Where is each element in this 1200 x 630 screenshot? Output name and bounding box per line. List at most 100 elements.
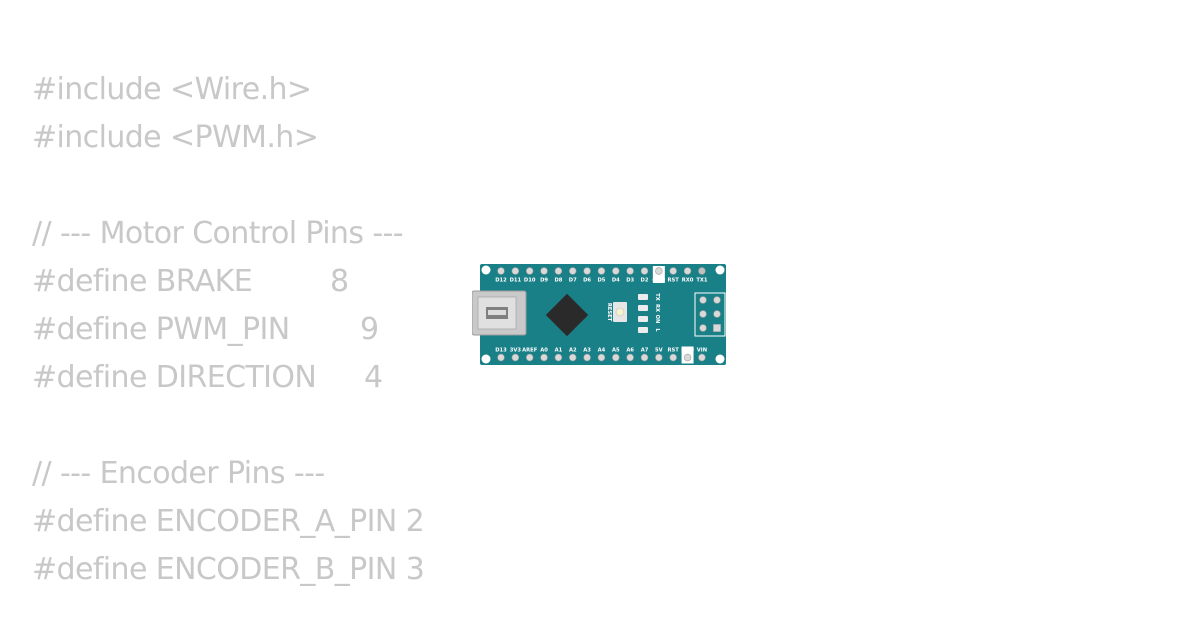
icsp-pin[interactable] (699, 324, 707, 332)
reset-label: RESET (606, 303, 612, 322)
pin-top-d9[interactable] (540, 267, 548, 275)
pin-bottom-a0[interactable] (540, 353, 548, 362)
pin-top-d12[interactable] (497, 267, 505, 275)
pin-label: GND (652, 278, 666, 284)
led-on (638, 316, 648, 322)
pin-label: D8 (554, 278, 562, 284)
mounting-hole (481, 354, 491, 364)
code-line (32, 162, 424, 210)
pin-bottom-d13[interactable] (497, 353, 505, 362)
pin-label: VIN (697, 348, 707, 354)
pin-bottom-gnd[interactable] (683, 353, 692, 362)
pin-label: 3V3 (510, 348, 522, 354)
led-label: L (654, 328, 660, 332)
pin-label: RST (668, 348, 680, 354)
pin-label: D9 (540, 278, 548, 284)
code-line (32, 402, 424, 450)
pin-label: A7 (641, 348, 649, 354)
pin-label: A1 (555, 348, 563, 354)
pin-top-tx1[interactable] (698, 267, 706, 275)
pin-bottom-vin[interactable] (698, 353, 706, 362)
led-label: RX (654, 304, 660, 312)
icsp-pin[interactable] (713, 296, 721, 304)
mounting-hole (481, 265, 491, 275)
pin-label: A6 (626, 348, 634, 354)
code-editor: #include <Wire.h> #include <PWM.h> // --… (32, 66, 425, 594)
pin-bottom-a5[interactable] (612, 353, 620, 362)
pin-label: D13 (495, 348, 507, 354)
mounting-hole (715, 354, 725, 364)
pin-label: D11 (510, 278, 522, 284)
pin-label: A3 (583, 348, 591, 354)
pin-top-d7[interactable] (569, 267, 577, 275)
icsp-header (694, 292, 726, 337)
pin-bottom-a4[interactable] (597, 353, 606, 362)
led-tx (638, 294, 648, 300)
pin-label: D12 (495, 278, 507, 284)
pin-top-d3[interactable] (626, 267, 634, 275)
code-line: // --- Motor Control Pins --- (32, 216, 404, 251)
led-rx (638, 305, 648, 311)
pin-bottom-a6[interactable] (626, 353, 634, 362)
icsp-pin[interactable] (699, 310, 707, 318)
pin-bottom-5v[interactable] (655, 353, 663, 362)
icsp-pin[interactable] (699, 296, 707, 304)
led-label: TX (654, 293, 660, 301)
code-line: #define ENCODER_A_PIN 2 (32, 504, 425, 539)
define-value: 9 (360, 312, 379, 347)
pin-top-d5[interactable] (597, 267, 606, 275)
code-line: #include <Wire.h> (32, 72, 312, 107)
reset-button-cap[interactable] (615, 307, 625, 317)
mounting-hole (715, 265, 725, 275)
pin-top-d10[interactable] (525, 267, 534, 275)
pin-label: D3 (626, 278, 634, 284)
pin-bottom-a2[interactable] (569, 353, 577, 362)
pin-top-rst[interactable] (669, 267, 677, 275)
usb-connector (472, 290, 527, 336)
pin-top-d6[interactable] (583, 267, 591, 275)
pin-label: A4 (598, 348, 606, 354)
code-line: #define ENCODER_B_PIN 3 (32, 552, 425, 587)
pin-top-rx0[interactable] (683, 267, 692, 275)
pin-label: AREF (522, 348, 538, 354)
pin-label: D6 (583, 278, 591, 284)
led-l (638, 327, 648, 333)
pin-top-d2[interactable] (640, 267, 649, 275)
pin-label: RX0 (682, 278, 694, 284)
status-leds: TX RX ON L (638, 293, 660, 333)
pcb (480, 264, 726, 365)
pin-top-gnd[interactable] (655, 267, 663, 275)
code-line: #include <PWM.h> (32, 120, 319, 155)
pin-bottom-rst[interactable] (669, 353, 677, 362)
pin-top-d11[interactable] (511, 267, 520, 275)
icsp-pin[interactable] (713, 324, 721, 332)
icsp-pin[interactable] (713, 310, 721, 318)
pin-label: D5 (597, 278, 605, 284)
code-line: // --- Encoder Pins --- (32, 456, 325, 491)
led-label: ON (654, 315, 660, 324)
define-value: 4 (364, 360, 383, 395)
pin-label: D10 (524, 278, 536, 284)
pin-bottom-a7[interactable] (640, 353, 649, 362)
pin-label: 5V (655, 348, 663, 354)
pin-label: D2 (641, 278, 649, 284)
pin-bottom-3v3[interactable] (511, 353, 520, 362)
pin-bottom-a1[interactable] (554, 353, 563, 362)
pin-label: A5 (612, 348, 620, 354)
define-value: 8 (330, 264, 349, 299)
pin-top-d4[interactable] (612, 267, 620, 275)
pin-top-d8[interactable] (554, 267, 563, 275)
pin-label: TX1 (696, 278, 708, 284)
pin-label: A0 (540, 348, 548, 354)
pin-label: D4 (612, 278, 620, 284)
pin-label: RST (668, 278, 680, 284)
pin-label: A2 (569, 348, 577, 354)
pin-bottom-aref[interactable] (525, 353, 534, 362)
pin-bottom-a3[interactable] (583, 353, 591, 362)
